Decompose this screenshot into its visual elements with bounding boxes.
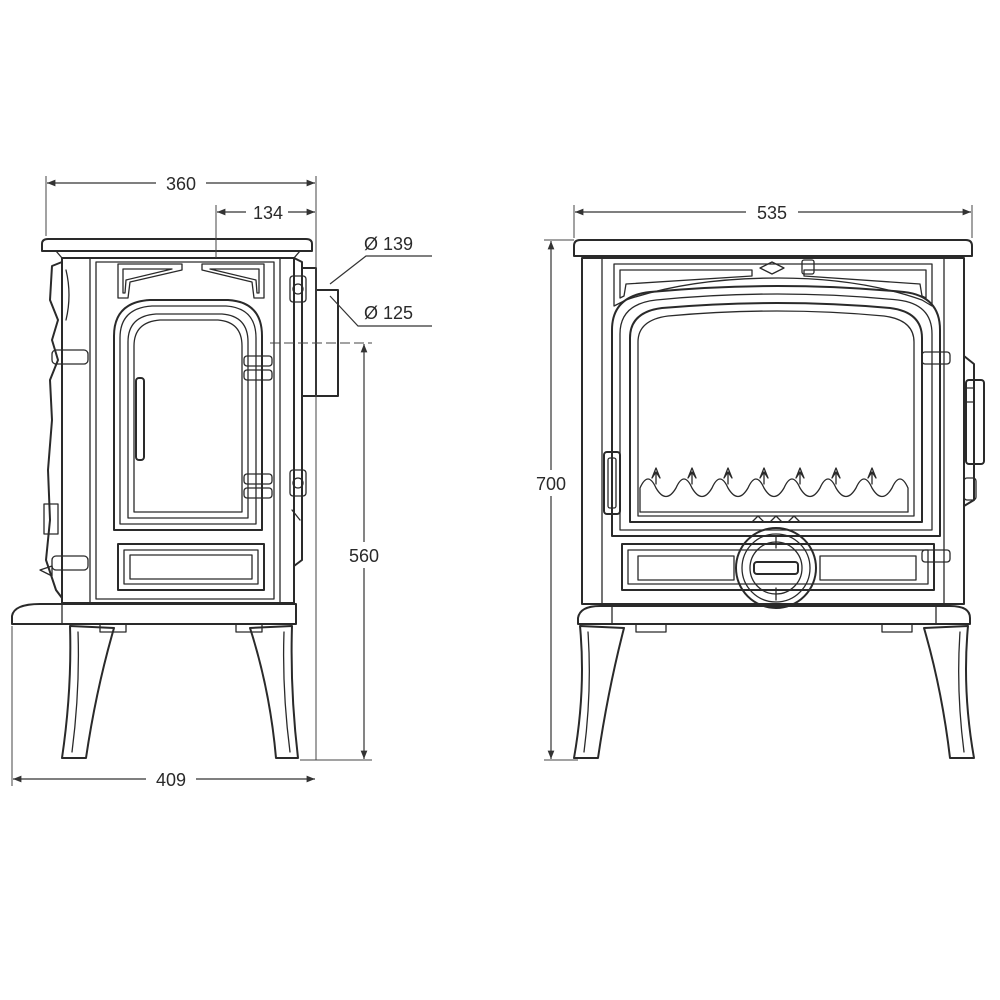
front-door-latch: [603, 451, 621, 515]
dim-label-side-width: 360: [166, 174, 196, 194]
dim-label-flue-inner: Ø 125: [364, 303, 413, 323]
side-top-panel-right: [201, 263, 265, 299]
front-air-control: [735, 527, 817, 609]
front-base: [577, 605, 971, 625]
front-side-handle: [965, 379, 985, 465]
side-base: [11, 603, 297, 625]
side-rear-wall: [293, 257, 303, 567]
front-dimensions: 535 700: [528, 200, 973, 761]
dim-label-flue-outer: Ø 139: [364, 234, 413, 254]
front-left-leg: [573, 625, 625, 759]
side-front-ornament: [45, 261, 63, 599]
front-air-control-lever: [753, 561, 799, 575]
side-door-handle: [135, 377, 145, 461]
front-top-plate: [573, 239, 973, 257]
side-bottom-panel: [117, 543, 265, 591]
front-door: [611, 285, 941, 537]
front-body: [581, 257, 965, 605]
leader-flue-outer: [329, 255, 432, 285]
front-emblem: [759, 261, 785, 275]
dim-label-flue-offset: 134: [253, 203, 283, 223]
dim-label-flue-height: 560: [349, 546, 379, 566]
side-top-panel-left: [117, 263, 183, 299]
dim-label-total-height: 700: [536, 474, 566, 494]
front-side-wall: [963, 355, 975, 507]
dim-label-side-depth: 409: [156, 770, 186, 790]
side-body: [61, 257, 295, 604]
front-right-leg: [923, 625, 975, 759]
side-top-plate: [41, 238, 313, 252]
side-dimensions: 360 134 Ø 139 Ø 125 560 409: [11, 170, 432, 790]
front-fire-grate: [639, 478, 909, 513]
side-front-leg: [61, 625, 115, 759]
side-view: [11, 238, 339, 759]
side-door: [113, 299, 263, 531]
dim-label-front-width: 535: [757, 203, 787, 223]
front-view: [573, 239, 985, 759]
side-flue-collar: [301, 267, 317, 397]
leader-flue-inner: [329, 295, 432, 327]
front-bottom-panel: [621, 543, 935, 591]
side-rear-leg: [249, 625, 299, 759]
